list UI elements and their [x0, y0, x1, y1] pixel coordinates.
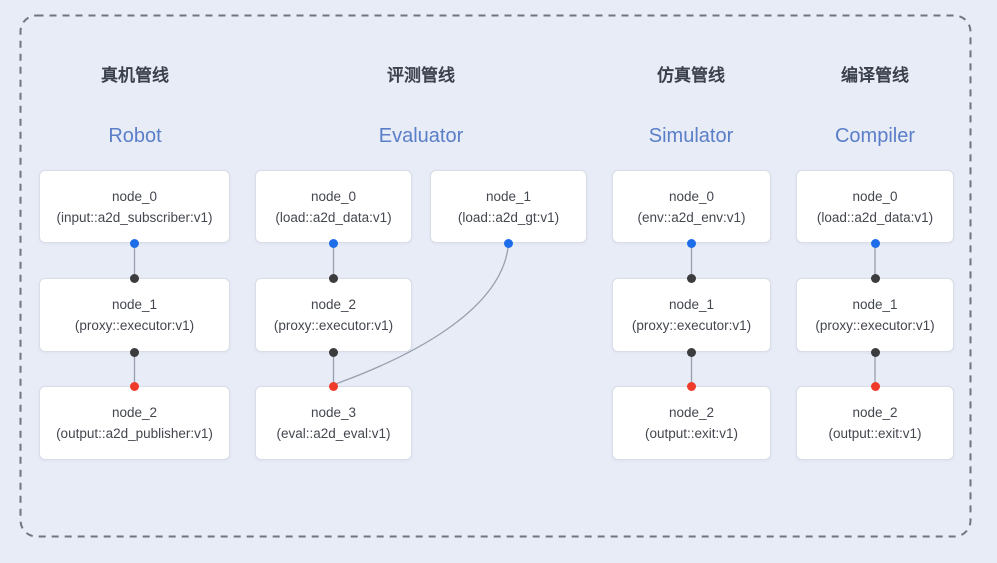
node-card-simulator-node_2[interactable]: node_2(output::exit:v1) [612, 386, 771, 460]
node-card-evaluator-node_1[interactable]: node_1(load::a2d_gt:v1) [430, 170, 587, 243]
node-name: node_3 [310, 405, 357, 420]
node-type: (output::a2d_publisher:v1) [56, 426, 213, 441]
port-dark-dot[interactable] [687, 273, 696, 283]
port-dark-dot[interactable] [130, 273, 139, 283]
dashed-boundary [19, 14, 972, 538]
node-type: (load::a2d_gt:v1) [457, 209, 560, 225]
port-red-dot[interactable] [130, 381, 139, 391]
edge-curve [335, 242, 510, 385]
node-name: node_2 [668, 405, 715, 420]
pipeline-title-en-robot: Robot [108, 125, 162, 147]
pipeline-title-zh-compiler: 编译管线 [841, 66, 909, 85]
node-name: node_2 [310, 297, 357, 312]
node-card-compiler-node_1[interactable]: node_1(proxy::executor:v1) [796, 278, 954, 352]
node-card-simulator-node_0[interactable]: node_0(env::a2d_env:v1) [612, 170, 771, 243]
node-type: (output::exit:v1) [644, 426, 739, 441]
node-type: (proxy::executor:v1) [815, 318, 935, 333]
port-dark-dot[interactable] [130, 347, 139, 357]
node-name: node_2 [111, 405, 158, 420]
node-type: (proxy::executor:v1) [273, 318, 394, 333]
node-card-simulator-node_1[interactable]: node_1(proxy::executor:v1) [612, 278, 771, 352]
port-blue-dot[interactable] [329, 238, 338, 248]
port-red-dot[interactable] [687, 381, 696, 391]
node-name: node_1 [485, 188, 532, 204]
port-blue-dot[interactable] [687, 238, 696, 248]
port-blue-dot[interactable] [130, 238, 139, 248]
node-name: node_2 [852, 405, 898, 420]
node-type: (env::a2d_env:v1) [637, 209, 746, 225]
node-type: (load::a2d_data:v1) [275, 209, 392, 225]
node-card-compiler-node_2[interactable]: node_2(output::exit:v1) [796, 386, 954, 460]
node-type: (input::a2d_subscriber:v1) [56, 209, 213, 225]
node-type: (eval::a2d_eval:v1) [276, 426, 391, 441]
pipeline-title-zh-evaluator: 评测管线 [387, 66, 455, 85]
node-name: node_0 [111, 188, 158, 204]
pipeline-title-zh-robot: 真机管线 [101, 66, 169, 85]
node-card-compiler-node_0[interactable]: node_0(load::a2d_data:v1) [796, 170, 954, 243]
node-card-robot-node_1[interactable]: node_1(proxy::executor:v1) [39, 278, 230, 352]
port-dark-dot[interactable] [329, 273, 338, 283]
node-name: node_0 [852, 188, 898, 204]
node-type: (proxy::executor:v1) [631, 318, 752, 333]
node-name: node_1 [852, 297, 898, 312]
port-blue-dot[interactable] [504, 238, 513, 248]
port-dark-dot[interactable] [870, 347, 880, 357]
pipeline-title-en-compiler: Compiler [834, 125, 916, 147]
node-name: node_0 [668, 188, 715, 204]
node-type: (proxy::executor:v1) [74, 318, 195, 333]
node-card-evaluator-node_2[interactable]: node_2(proxy::executor:v1) [255, 278, 412, 352]
node-card-evaluator-node_0[interactable]: node_0(load::a2d_data:v1) [255, 170, 412, 243]
node-type: (output::exit:v1) [828, 426, 922, 441]
node-card-robot-node_0[interactable]: node_0(input::a2d_subscriber:v1) [39, 170, 230, 243]
node-type: (load::a2d_data:v1) [816, 209, 934, 225]
node-name: node_1 [668, 297, 715, 312]
pipeline-title-zh-simulator: 仿真管线 [657, 66, 725, 85]
port-dark-dot[interactable] [687, 347, 696, 357]
node-card-evaluator-node_3[interactable]: node_3(eval::a2d_eval:v1) [255, 386, 412, 460]
pipeline-title-en-evaluator: Evaluator [378, 125, 464, 147]
port-red-dot[interactable] [870, 381, 880, 391]
port-red-dot[interactable] [329, 381, 338, 391]
pipeline-title-en-simulator: Simulator [648, 125, 734, 147]
port-dark-dot[interactable] [329, 347, 338, 357]
node-name: node_0 [310, 188, 357, 204]
node-card-robot-node_2[interactable]: node_2(output::a2d_publisher:v1) [39, 386, 230, 460]
node-name: node_1 [111, 297, 158, 312]
port-dark-dot[interactable] [870, 273, 880, 283]
port-blue-dot[interactable] [870, 238, 880, 248]
